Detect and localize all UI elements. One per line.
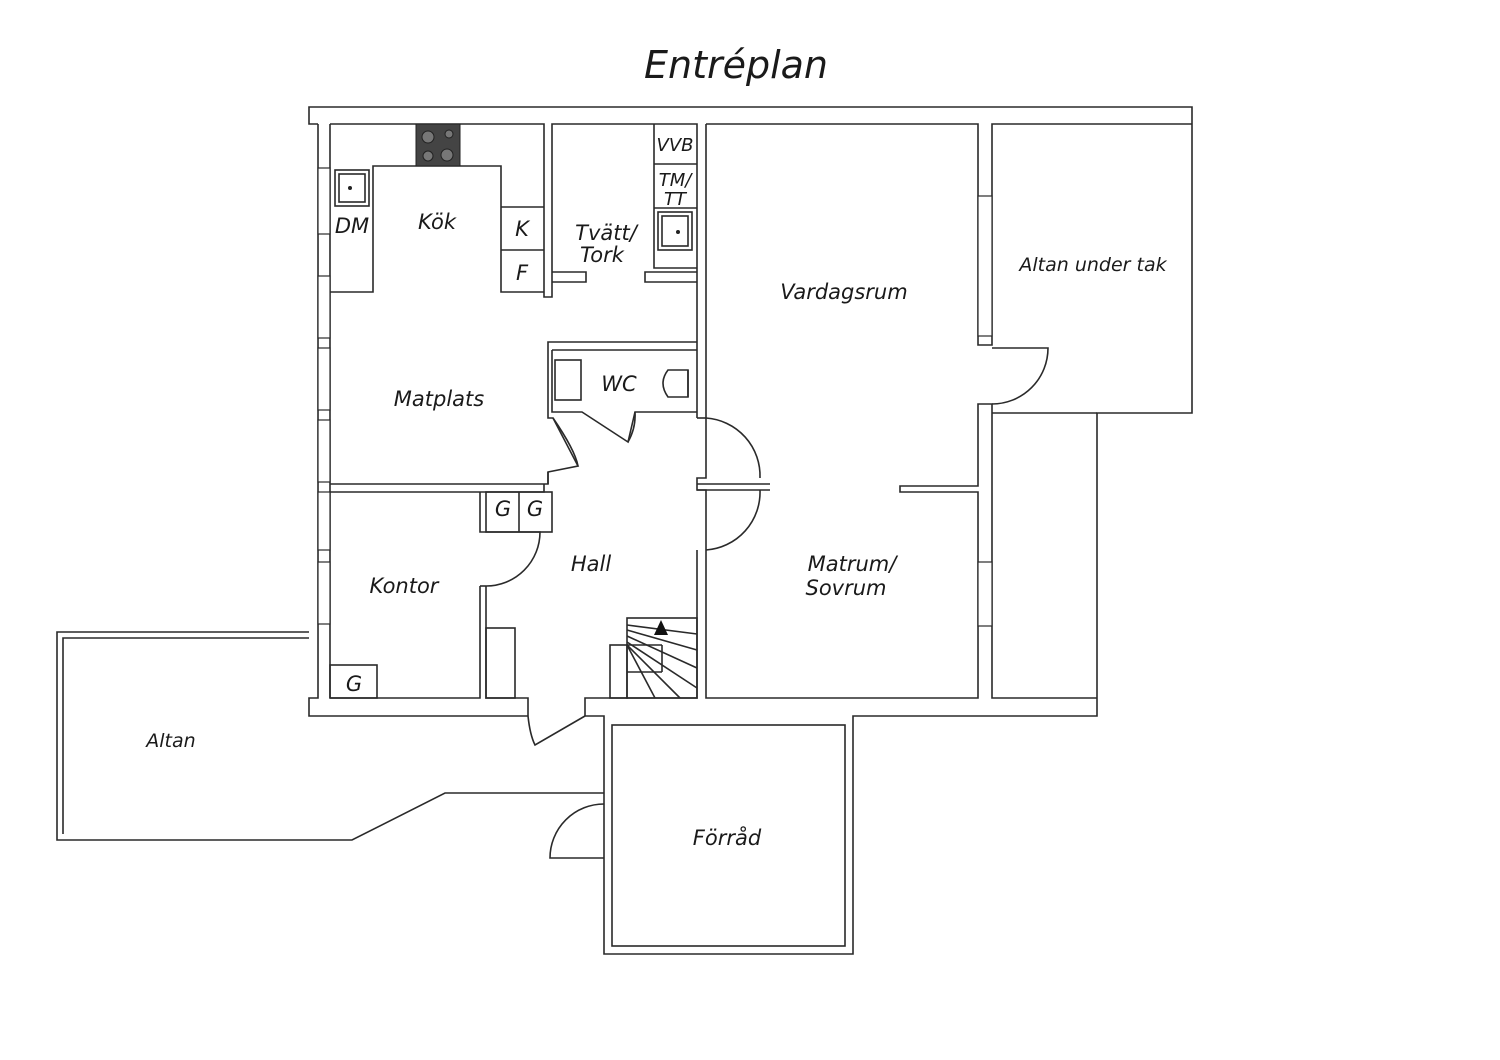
window: [317, 561, 331, 625]
window: [317, 419, 331, 483]
room-label-matrum: Matrum/: [808, 552, 899, 576]
entry-door: [527, 715, 586, 747]
room-label-sovrum: Sovrum: [805, 576, 886, 600]
room-label-kontor: Kontor: [370, 574, 440, 598]
stair-arrow-icon: [654, 620, 668, 635]
label-g: G: [495, 497, 511, 521]
label-k: K: [515, 217, 531, 241]
room-label-vardagsrum: Vardagsrum: [780, 280, 907, 304]
label-tm: TM/: [659, 170, 694, 191]
sink-icon: [334, 169, 370, 207]
kitchen-wall: [330, 123, 698, 418]
window: [977, 195, 993, 337]
plan-title: Entréplan: [644, 43, 828, 87]
room-label-tvatt: Tvätt/: [575, 221, 639, 245]
room-label-matplats: Matplats: [394, 387, 484, 411]
wc-sink-icon: [554, 359, 582, 401]
window: [317, 167, 331, 235]
utility-sink-icon: [657, 211, 693, 251]
window: [317, 275, 331, 339]
window: [317, 347, 331, 411]
room-label-tork: Tork: [580, 243, 625, 267]
room-label-hall: Hall: [571, 552, 611, 576]
room-label-wc: WC: [601, 372, 637, 396]
outer-wall: [308, 106, 1193, 955]
window: [977, 561, 993, 627]
room-label-altan: Altan: [144, 730, 195, 752]
toilet-icon: [662, 369, 689, 398]
room-label-kok: Kök: [418, 210, 457, 234]
label-f: F: [516, 261, 529, 285]
label-g: G: [346, 672, 362, 696]
room-label-forrad: Förråd: [693, 825, 762, 850]
window: [317, 491, 331, 551]
staircase: [609, 617, 698, 699]
label-g: G: [527, 497, 543, 521]
stove-icon: [415, 123, 461, 167]
label-vvb: VVB: [657, 135, 694, 156]
label-dm: DM: [335, 214, 369, 238]
label-tt: TT: [664, 189, 688, 210]
room-label-altan-under-tak: Altan under tak: [1017, 254, 1167, 276]
